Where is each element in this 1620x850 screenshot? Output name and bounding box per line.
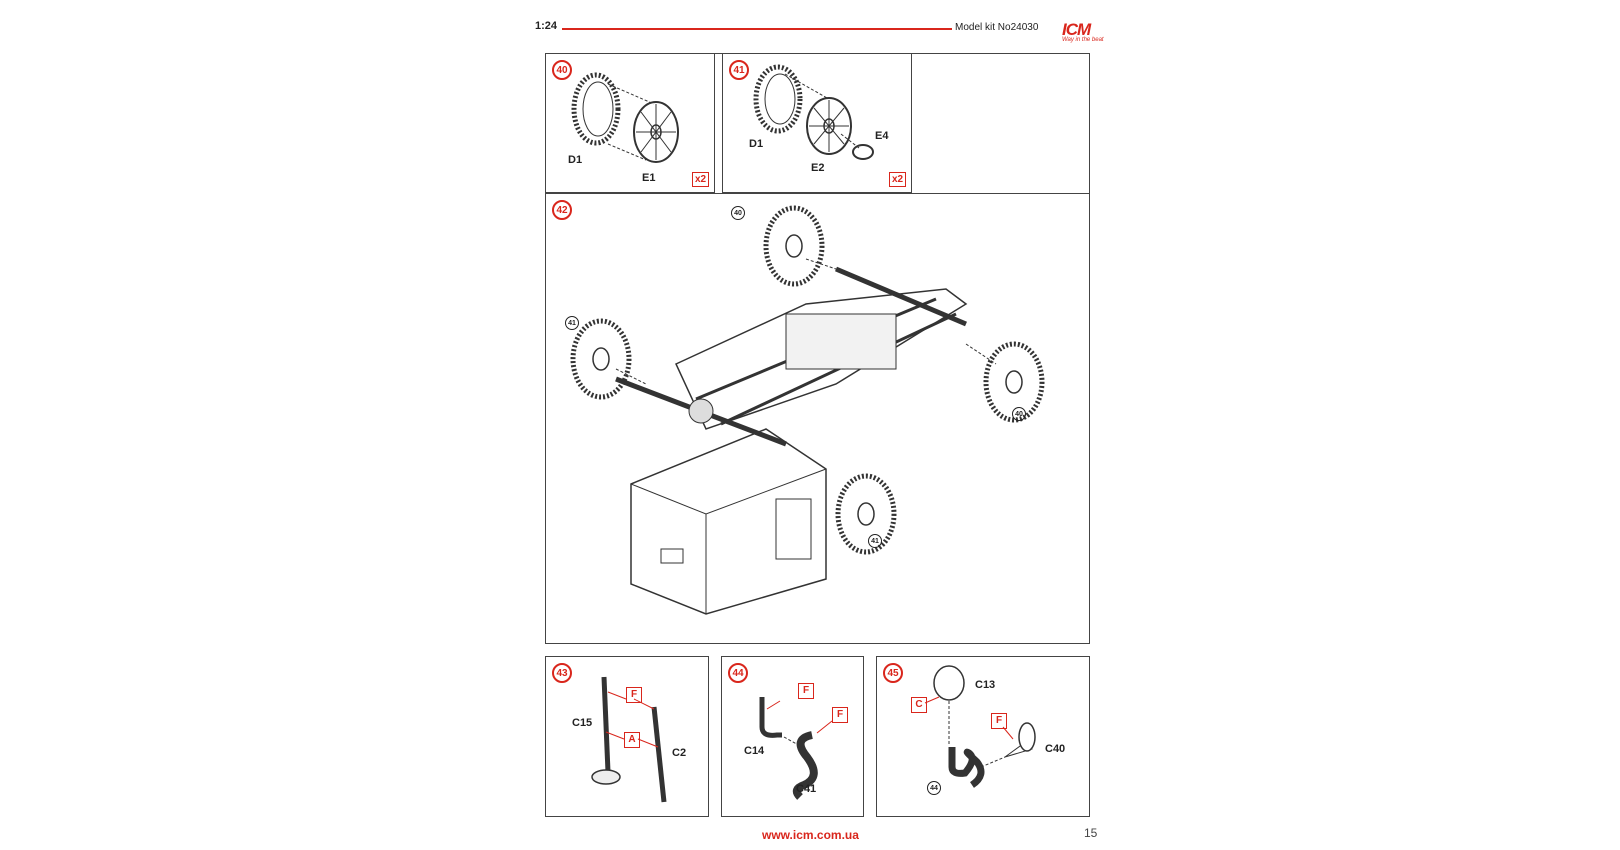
ref-step-40: 40 [1012, 407, 1026, 421]
scale-label: 1:24 [535, 20, 558, 32]
part-e2: E2 [811, 162, 825, 174]
horn-bulb-drawing [924, 665, 1036, 788]
part-d1: D1 [749, 138, 764, 150]
color-code: F [798, 683, 814, 699]
step-41-panel: 41 D1 E2 E4 x2 [722, 53, 912, 193]
color-code: F [626, 687, 642, 703]
part-c2: C2 [672, 747, 687, 759]
step-42-panel: 42 [545, 193, 1090, 644]
ref-step-44: 44 [927, 781, 941, 795]
page-number: 15 [1084, 826, 1098, 840]
part-e4: E4 [875, 130, 889, 142]
part-c15: C15 [572, 717, 593, 729]
step-44-panel: 44 F F C14 C41 [721, 656, 864, 817]
header-rule [562, 28, 952, 30]
step-44-number: 44 [728, 663, 748, 683]
color-code: F [991, 713, 1007, 729]
part-c40: C40 [1045, 743, 1066, 755]
step-45-number: 45 [883, 663, 903, 683]
step-40-panel: 40 D1 E1 x2 [545, 53, 715, 193]
part-d1: D1 [568, 154, 583, 166]
ref-step-41: 41 [565, 316, 579, 330]
part-c14: C14 [744, 745, 765, 757]
ref-step-40: 40 [731, 206, 745, 220]
color-code: C [911, 697, 927, 713]
qty-badge: x2 [889, 172, 907, 187]
part-e1: E1 [642, 172, 656, 184]
horn-pipe-drawing [759, 697, 833, 800]
step-40-number: 40 [552, 60, 572, 80]
color-code: A [624, 732, 640, 748]
ref-step-41: 41 [868, 534, 882, 548]
qty-badge: x2 [692, 172, 710, 187]
wheel-drawing-41 [753, 64, 874, 160]
step-45-panel: 45 C F C13 C40 44 [876, 656, 1090, 817]
step-43-number: 43 [552, 663, 572, 683]
part-c13: C13 [975, 679, 996, 691]
step-42-number: 42 [552, 200, 572, 220]
part-c41: C41 [796, 783, 817, 795]
pedal-drawing [591, 676, 667, 803]
step-43-panel: 43 F A C15 C2 [545, 656, 709, 817]
chassis-drawing [570, 205, 1045, 615]
color-code: F [832, 707, 848, 723]
step-41-number: 41 [729, 60, 749, 80]
model-kit-label: Model kit No24030 [955, 22, 1039, 33]
website-link[interactable]: www.icm.com.ua [762, 828, 859, 842]
wheel-drawing-40 [571, 72, 679, 163]
icm-logo: ICM Way in the beat [1062, 20, 1104, 43]
